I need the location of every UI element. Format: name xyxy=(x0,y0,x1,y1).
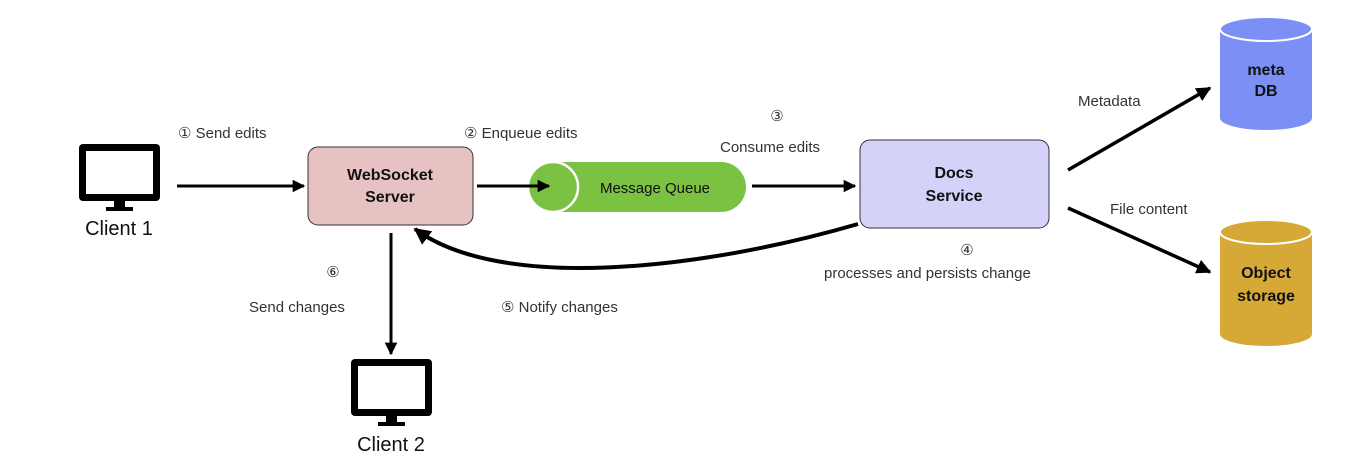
object-storage-title-line2: storage xyxy=(1237,288,1295,305)
docs-service-title-line1: Docs xyxy=(934,165,973,182)
client-2-monitor-icon xyxy=(351,359,432,426)
edge-label-enqueue-edits: ② Enqueue edits xyxy=(464,125,578,142)
edge-label-process-step: ④ xyxy=(960,242,973,259)
edge-label-send-changes: Send changes xyxy=(249,299,345,316)
meta-db-title-line1: meta xyxy=(1247,62,1284,79)
websocket-server-title-line1: WebSocket xyxy=(347,167,434,184)
edge-label-file-content: File content xyxy=(1110,201,1188,218)
object-storage-cylinder xyxy=(1219,219,1313,346)
message-queue-label: Message Queue xyxy=(600,180,710,197)
edge-label-consume-edits: Consume edits xyxy=(720,139,820,156)
edge-label-metadata: Metadata xyxy=(1078,93,1141,110)
websocket-server-box xyxy=(307,146,474,226)
object-storage-title-line1: Object xyxy=(1241,265,1291,282)
arrow-docs-to-meta-db xyxy=(1067,86,1212,172)
edge-label-send-edits: ① Send edits xyxy=(178,125,267,142)
client-1-monitor-icon xyxy=(79,144,160,211)
edge-label-process-persist: processes and persists change xyxy=(824,265,1031,282)
docs-service-box xyxy=(859,139,1050,229)
meta-db-title-line2: DB xyxy=(1254,83,1277,100)
arrow-docs-to-websocket-notify xyxy=(413,222,859,270)
edge-label-send-step: ⑥ xyxy=(326,264,339,281)
websocket-server-title-line2: Server xyxy=(365,189,415,206)
message-queue-node xyxy=(526,160,746,214)
meta-db-cylinder xyxy=(1219,16,1313,130)
docs-service-title-line2: Service xyxy=(926,188,983,205)
arrow-docs-to-object-storage xyxy=(1067,206,1212,274)
client-1-label: Client 1 xyxy=(85,218,153,240)
edge-label-notify-changes: ⑤ Notify changes xyxy=(501,299,618,316)
edge-label-consume-step: ③ xyxy=(770,108,783,125)
client-2-label: Client 2 xyxy=(357,434,425,456)
